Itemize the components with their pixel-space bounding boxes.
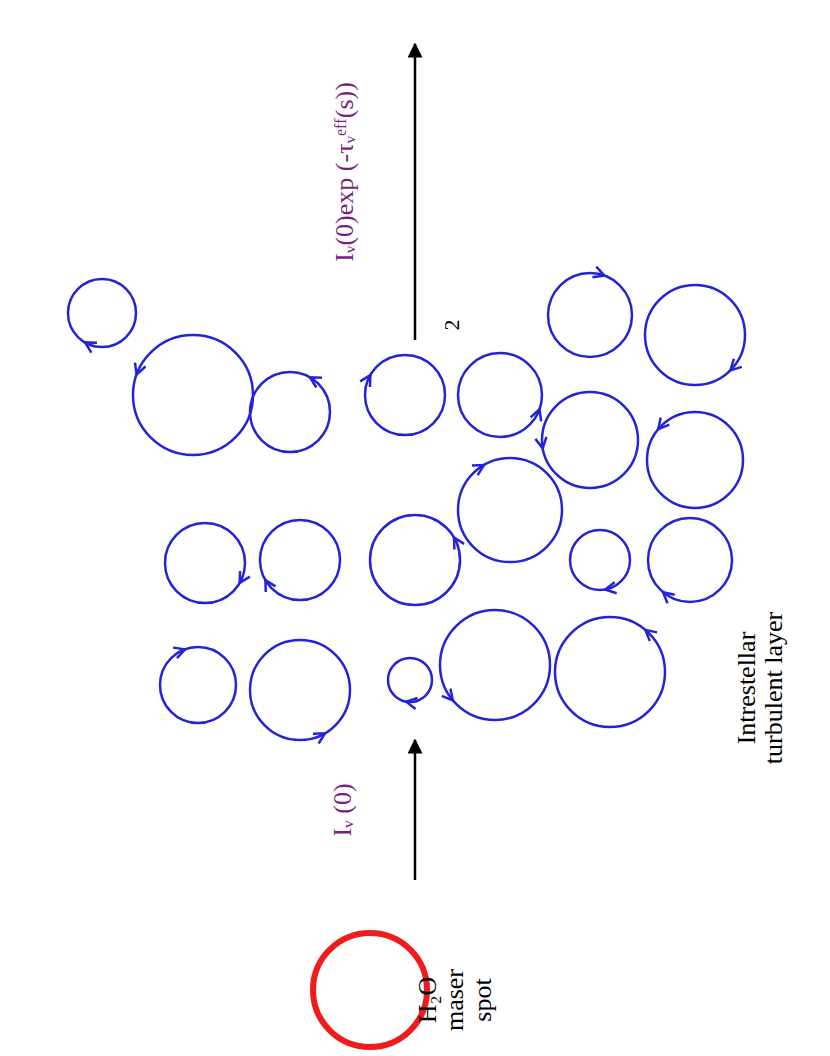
eddy-circle <box>365 355 445 435</box>
eddy-arrow <box>442 689 453 701</box>
eddy-arrow <box>265 580 275 592</box>
eddy-arrow <box>310 377 322 387</box>
eddy-circle <box>555 617 665 727</box>
eddy-arrow <box>535 437 546 448</box>
eddy-arrow <box>472 465 484 475</box>
eddy-circle <box>440 610 550 720</box>
maser-circle <box>313 933 427 1047</box>
eddy-group <box>68 267 745 744</box>
eddy-circle <box>370 515 460 605</box>
eddy-arrow <box>658 417 669 429</box>
eddy-arrow <box>645 630 657 641</box>
eddy-circle <box>250 372 330 452</box>
eddy-circle <box>160 647 236 723</box>
maser-spot: H₂O maser spot <box>300 882 500 1052</box>
input-intensity: Iᵥ (0) <box>329 783 356 836</box>
eddy-circle <box>260 520 340 600</box>
node-label: H₂O maser spot <box>414 963 496 1037</box>
eddy-circle <box>645 285 745 385</box>
eddy-circle <box>250 640 350 740</box>
eddy-arrow <box>135 363 146 375</box>
node-label: Intrestellar turbulent layer <box>733 586 788 791</box>
eddy-arrow <box>85 342 97 352</box>
eddy-circle <box>68 279 136 347</box>
eddy-circle <box>548 273 632 357</box>
eddy-arrow <box>531 409 542 421</box>
maser-outline <box>300 882 500 1052</box>
turbulent-layer: Intrestellar turbulent layer <box>58 272 748 734</box>
eddy-arrow <box>406 698 417 709</box>
eddy-arrow <box>360 375 370 387</box>
eddy-arrow <box>663 592 675 603</box>
outgoing-arrow <box>414 44 417 340</box>
eddy-arrow <box>592 267 604 278</box>
eddy-arrow <box>240 571 250 583</box>
eddy-circle <box>648 518 732 602</box>
output-intensity: Iᵥ(0)exp (-τᵥᵉᶠᶠ(s)) <box>331 82 358 262</box>
eddy-circle <box>133 335 253 455</box>
eddy-arrow <box>454 538 464 550</box>
eddy-arrow <box>605 582 616 593</box>
eddy-arrow <box>730 359 741 370</box>
eddy-circle <box>458 353 542 437</box>
eddy-circle <box>647 412 743 508</box>
eddy-arrow <box>313 733 325 743</box>
eddy-circle <box>388 658 432 702</box>
eddy-circle <box>570 530 630 590</box>
eddy-circle <box>458 458 562 562</box>
page-number: 2 <box>440 320 463 331</box>
eddy-circle <box>165 523 245 603</box>
intensity-arrow <box>414 740 417 880</box>
eddy-circle <box>542 392 638 488</box>
eddy-arrow <box>173 648 185 659</box>
